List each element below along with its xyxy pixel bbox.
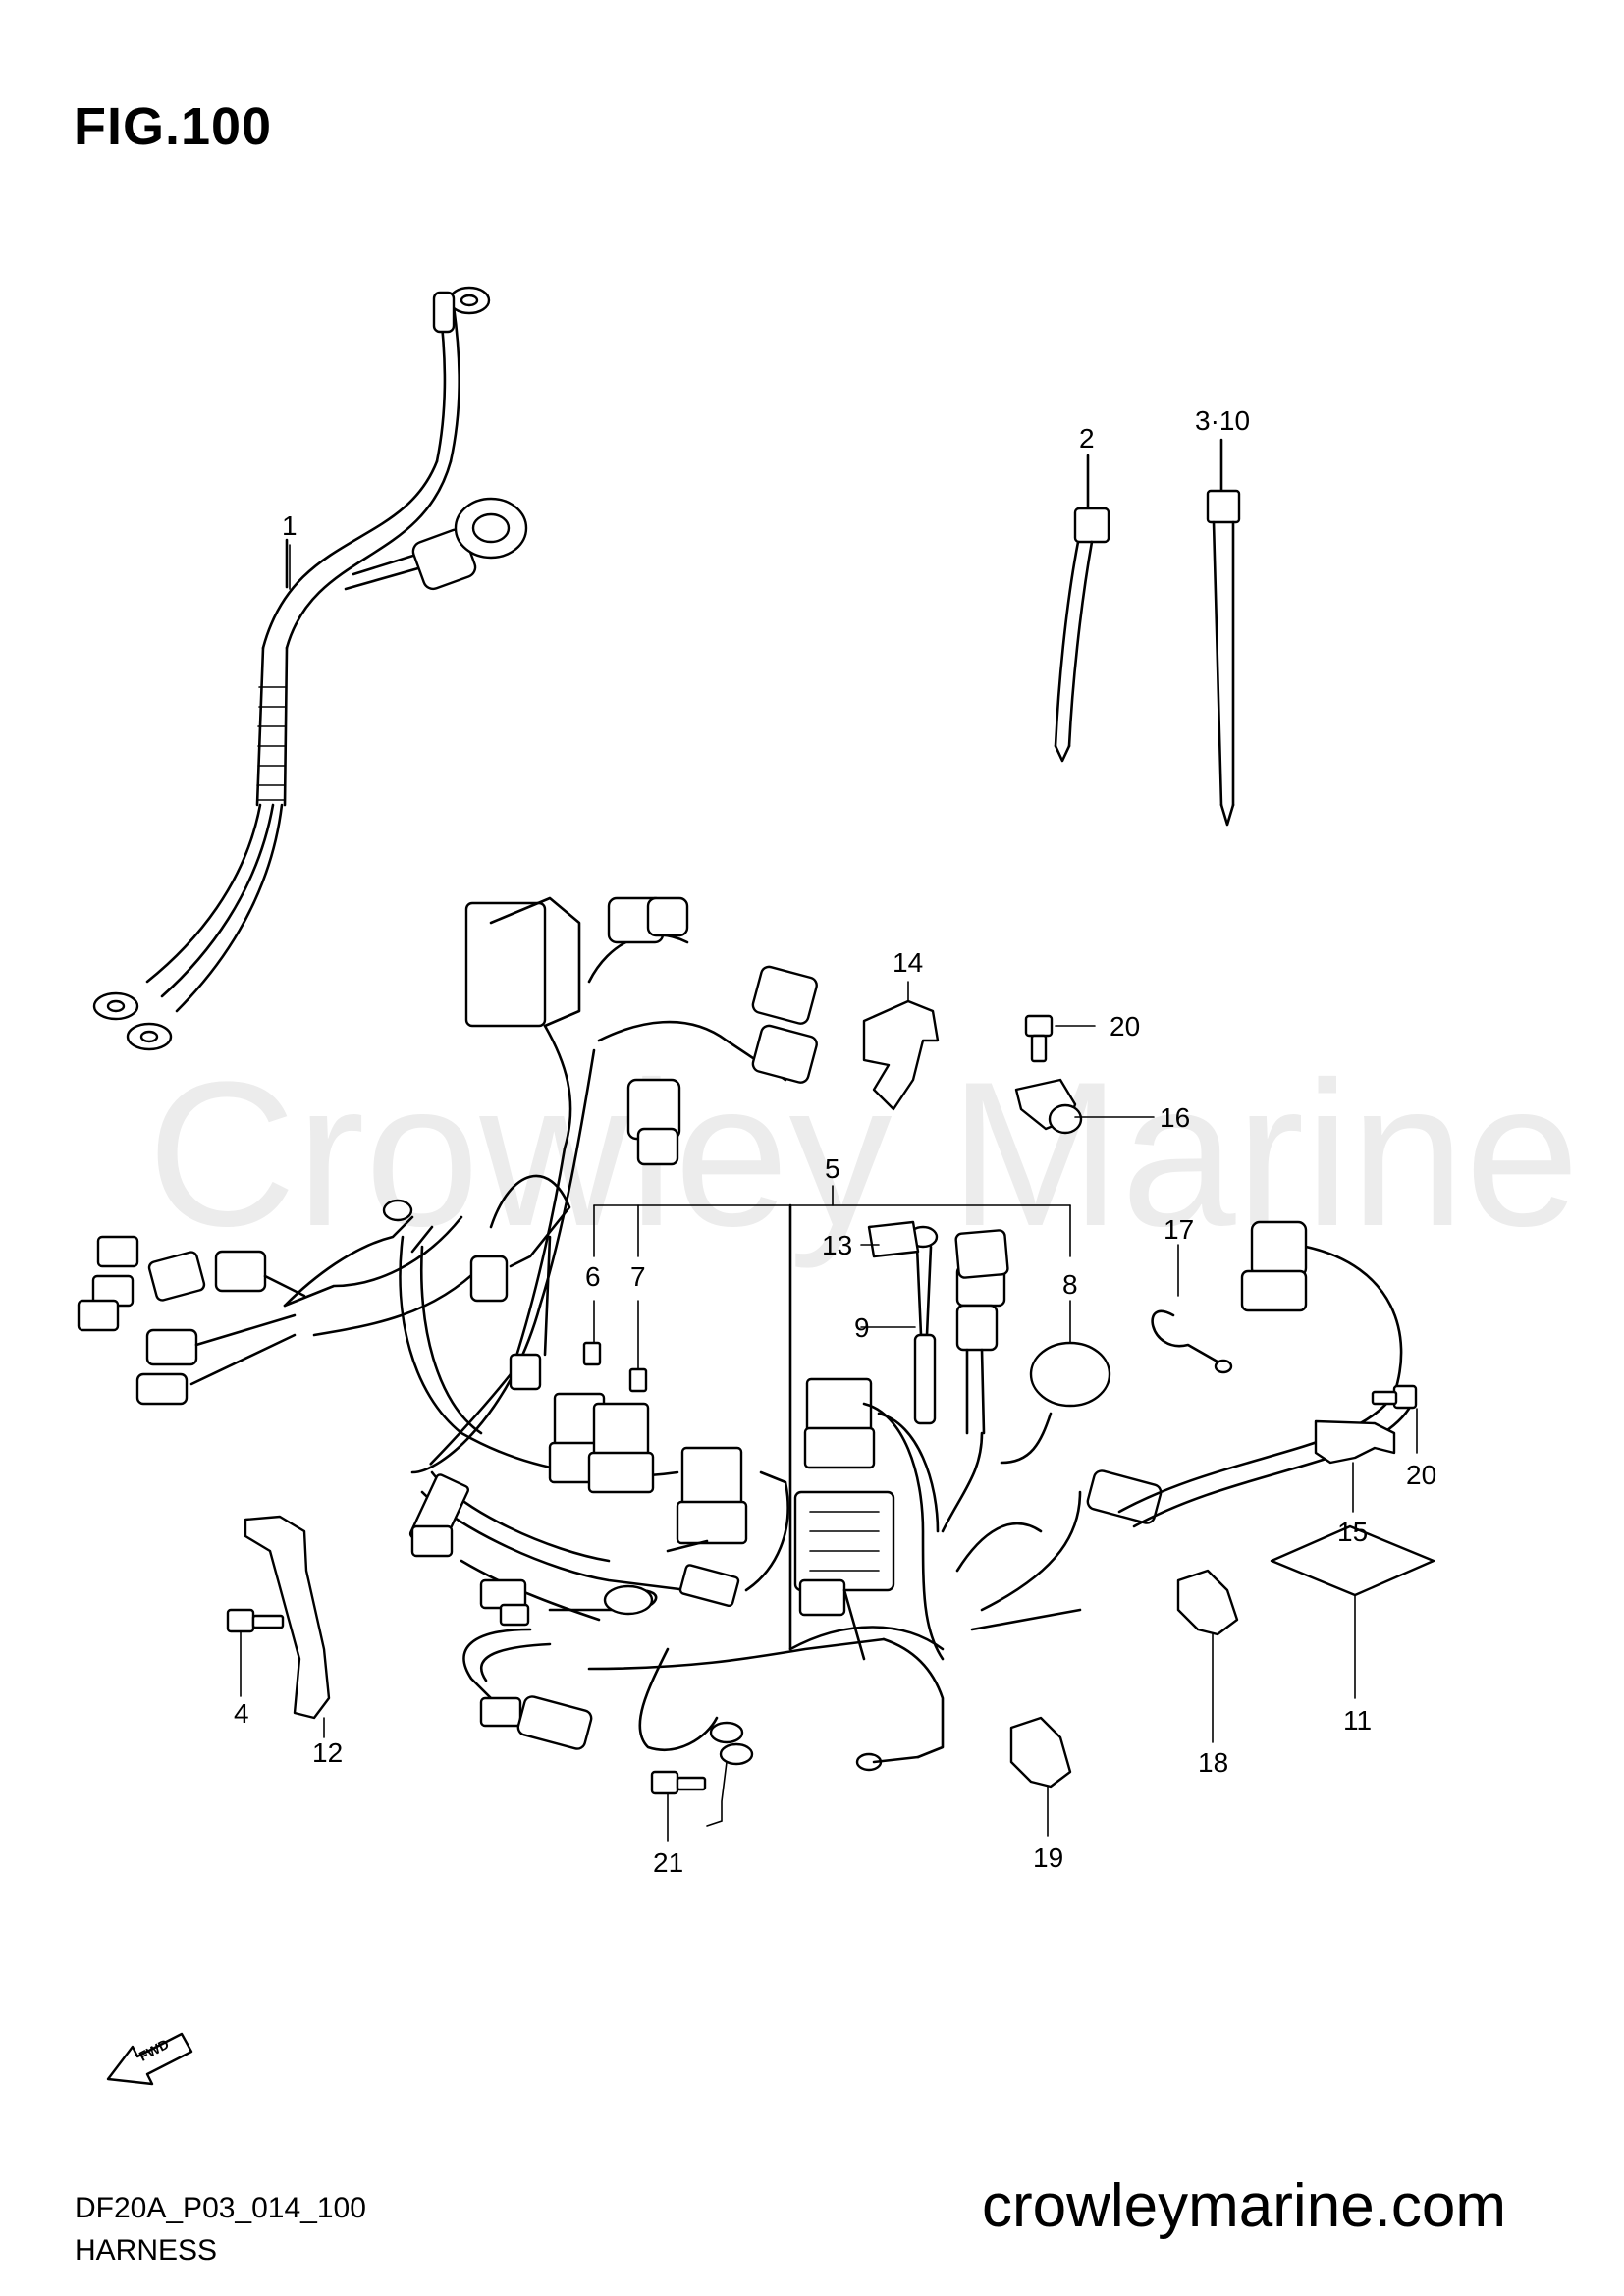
- callout-9: 9: [854, 1312, 870, 1343]
- diagram-name: HARNESS: [75, 2234, 218, 2267]
- callout-11: 11: [1343, 1705, 1372, 1735]
- callout-17: 17: [1164, 1214, 1194, 1245]
- fwd-arrow-icon: [106, 2032, 193, 2086]
- callout-5: 5: [825, 1153, 840, 1184]
- callout-18: 18: [1198, 1747, 1228, 1778]
- callout-16: 16: [1160, 1102, 1190, 1133]
- part-3-10-long-tie: [1206, 438, 1241, 827]
- part-1-battery-cable: [92, 286, 528, 1051]
- diagram-code: DF20A_P03_014_100: [75, 2192, 366, 2224]
- callout-4: 4: [234, 1698, 249, 1729]
- callout-7: 7: [630, 1261, 646, 1292]
- callout-3-10: 3·10: [1195, 405, 1250, 436]
- callout-leaders: [240, 544, 1418, 1842]
- callout-8: 8: [1062, 1269, 1078, 1300]
- watermark: Crowley Marine: [147, 1039, 1580, 1269]
- callout-14: 14: [893, 947, 923, 978]
- part-2-cable-tie: [1054, 454, 1110, 763]
- callout-13: 13: [822, 1230, 852, 1260]
- figure-title: FIG.100: [74, 97, 273, 156]
- callout-12: 12: [312, 1737, 343, 1768]
- callout-21: 21: [653, 1847, 683, 1878]
- callout-19: 19: [1033, 1842, 1063, 1873]
- website-link[interactable]: crowleymarine.com: [982, 2172, 1507, 2240]
- callout-20-lower: 20: [1406, 1460, 1436, 1490]
- main-wiring-harness: [77, 896, 1435, 2086]
- callout-6: 6: [585, 1261, 601, 1292]
- callout-numbers: 1 2 3·10 14 20 16 5 17 13 6 7 8 9 20 15 …: [136, 405, 1436, 2064]
- callout-1: 1: [282, 510, 298, 541]
- callout-2: 2: [1079, 423, 1095, 454]
- callout-20-upper: 20: [1110, 1011, 1140, 1041]
- callout-15: 15: [1337, 1517, 1368, 1547]
